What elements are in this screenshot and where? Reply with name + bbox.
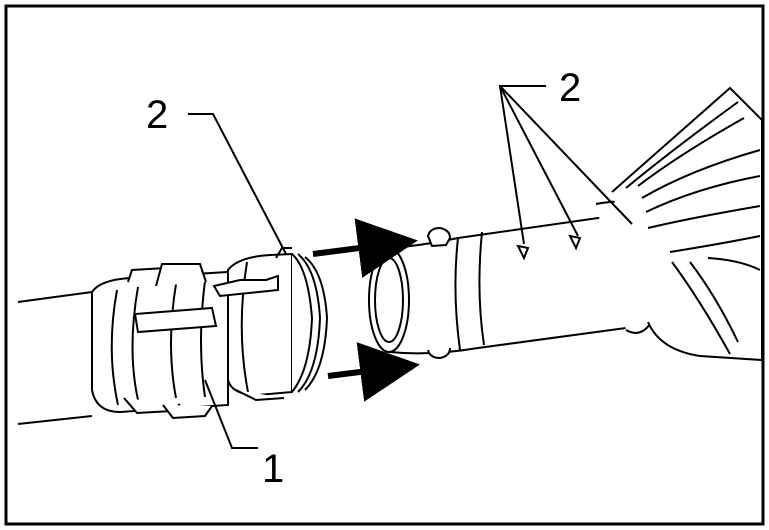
callout-lines — [188, 85, 633, 449]
callout-line-left-2 — [188, 113, 287, 255]
arrow-upper — [312, 218, 418, 278]
callout-line-1 — [204, 379, 258, 449]
callout-label-1: 1 — [262, 447, 284, 491]
callout-label-right-2: 2 — [559, 66, 581, 110]
callout-label-left-2: 2 — [146, 93, 168, 137]
hose-left — [17, 291, 93, 425]
pipe-right — [368, 200, 657, 360]
insertion-arrows — [312, 218, 420, 402]
arrow-lower — [327, 342, 420, 402]
pipe-joint-part-1 — [91, 247, 329, 420]
blower-housing — [611, 86, 763, 362]
callout-line-right-2-c — [499, 85, 633, 225]
callout-line-right-2-b — [499, 85, 579, 237]
